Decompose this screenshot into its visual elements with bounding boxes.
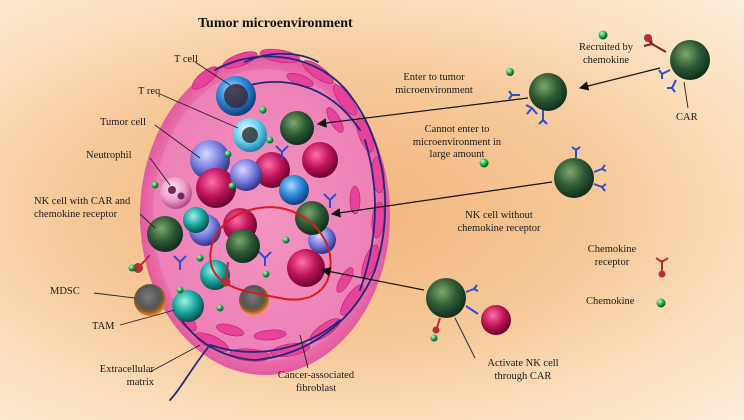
label-chemokine: Chemokine [586, 296, 635, 307]
label-nk-car-chemokine: NK cell with CAR and chemokine receptor [34, 196, 131, 220]
nk-cells-inside [147, 111, 329, 263]
nk-cell-car-source [643, 34, 710, 93]
label-tumor-cell: Tumor cell [100, 117, 146, 128]
flow-arrows [316, 67, 661, 291]
tumor-cells [196, 142, 338, 287]
nk-cell-activating [426, 278, 511, 342]
label-extracellular-matrix: Extracellular matrix [99, 364, 154, 388]
legend-chemokine-receptor-icon [655, 257, 669, 278]
cannot-enter-chemokine-icon [479, 158, 489, 168]
label-activate-nk: Activate NK cell through CAR [487, 358, 559, 382]
label-car: CAR [676, 112, 698, 123]
recruited-chemokine-icon [598, 30, 608, 40]
label-t-req: T req [138, 86, 161, 97]
diagram-title: Tumor microenvironment [198, 16, 353, 31]
mdsc-cells [134, 284, 269, 316]
car-receptors [173, 145, 337, 270]
extracellular-matrix-fibers [169, 52, 387, 401]
label-enter: Enter to tumor microenvironment [395, 72, 473, 96]
label-tam: TAM [92, 321, 115, 332]
label-neutrophil: Neutrophil [86, 150, 132, 161]
chemokine-dots-inside [128, 106, 290, 312]
neutrophil [160, 177, 192, 209]
t-reg-cell [233, 118, 267, 152]
label-t-cell: T cell [174, 54, 199, 65]
tam-cells [172, 207, 230, 322]
label-mdsc: MDSC [50, 286, 80, 297]
t-cell [216, 76, 256, 116]
chemokine-receptors [133, 254, 231, 287]
label-pointers [93, 61, 689, 373]
fibroblast-layer [173, 48, 385, 362]
legend-chemokine-icon [656, 298, 666, 308]
synapse-outline [209, 206, 332, 301]
label-recruited: Recruited by chemokine [579, 42, 633, 66]
label-cannot-enter: Cannot enter to microenvironment in larg… [412, 124, 502, 161]
label-chemokine-receptor: Chemokine receptor [587, 244, 637, 268]
nk-cell-entering [506, 68, 567, 125]
nk-cell-without-receptor [554, 146, 607, 198]
label-cancer-associated-fibroblast: Cancer-associated fibroblast [277, 370, 355, 394]
label-nk-without-receptor: NK cell without chemokine receptor [457, 210, 541, 234]
